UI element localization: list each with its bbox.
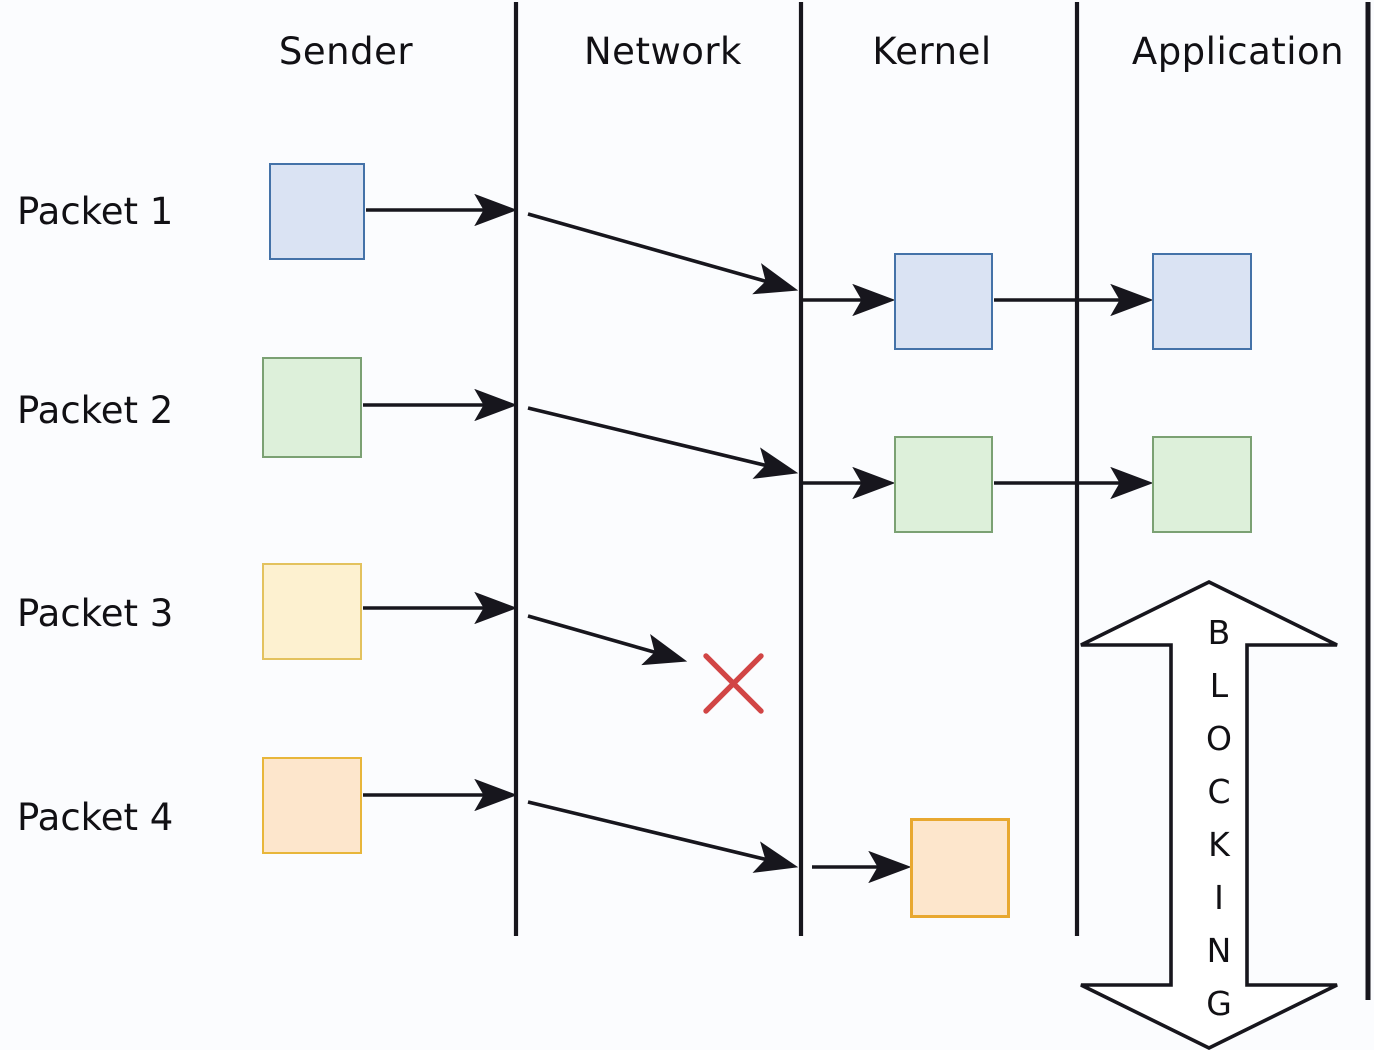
kernel-box-packet-2 [894, 436, 993, 533]
blocking-arrow [1080, 579, 1338, 1050]
kernel-box-packet-4 [910, 818, 1010, 918]
arrow-network-transit-packet-3-dropped [527, 614, 688, 666]
column-header-sender: Sender [278, 30, 414, 73]
row-label-packet-4: Packet 4 [17, 796, 174, 839]
arrow-network-transit-packet-1 [527, 212, 799, 295]
row-label-packet-2: Packet 2 [17, 389, 174, 432]
arrow-network-transit-packet-4 [527, 800, 799, 873]
sender-box-packet-3 [262, 563, 362, 660]
column-header-kernel: Kernel [872, 30, 992, 73]
application-box-packet-1 [1152, 253, 1252, 350]
row-label-packet-1: Packet 1 [17, 190, 174, 233]
sender-box-packet-2 [262, 357, 362, 458]
arrow-network-transit-packet-2 [527, 406, 799, 479]
sender-box-packet-1 [269, 163, 365, 260]
kernel-box-packet-1 [894, 253, 993, 350]
column-header-application: Application [1131, 30, 1345, 73]
row-label-packet-3: Packet 3 [17, 592, 174, 635]
column-header-network: Network [584, 30, 742, 73]
sender-box-packet-4 [262, 757, 362, 854]
application-box-packet-2 [1152, 436, 1252, 533]
red-x-icon [703, 653, 764, 714]
